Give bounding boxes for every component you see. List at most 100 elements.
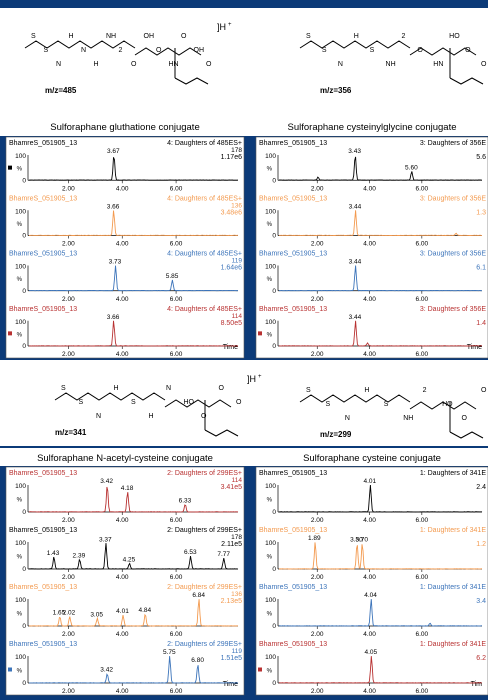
atom-label: H [69, 33, 74, 40]
trace-channel: 2: Daughters of 299ES+ [167, 527, 242, 534]
atom-label: NH [106, 33, 116, 40]
x-axis-label: Time [223, 344, 238, 351]
trace-line [278, 484, 483, 513]
x-tick-label: 6.00 [170, 517, 183, 524]
x-tick-label: 4.00 [363, 185, 376, 192]
trace-mass: 114 [232, 477, 243, 484]
trace-channel: 3: Daughters of 356E [420, 306, 486, 313]
peak-label: 3.43 [348, 148, 361, 155]
mz-label: m/z=356 [320, 86, 352, 95]
y-tick-label: 100 [15, 319, 26, 326]
x-tick-label: 4.00 [363, 296, 376, 303]
ion-charge: ]H [217, 22, 226, 32]
trace-intensity: 1.2 [476, 541, 486, 548]
peak-label: 4.01 [363, 478, 376, 485]
x-tick-label: 2.00 [62, 517, 75, 524]
peak-label: 4.05 [365, 649, 378, 656]
bond-chain [449, 431, 484, 439]
peak-label: 3.37 [99, 536, 112, 543]
chart-title: Sulforaphane gluthatione conjugate [50, 122, 199, 133]
trace-intensity: 1.64e6 [221, 265, 243, 272]
atom-label: 2 [119, 47, 123, 54]
y-tick-label: 100 [265, 597, 276, 604]
x-tick-label: 2.00 [62, 296, 75, 303]
trace-mass: 119 [232, 648, 243, 655]
bond-chain [134, 47, 202, 56]
y-unit-label: % [17, 332, 23, 338]
trace-line [28, 543, 239, 570]
y-tick-label: 0 [272, 177, 276, 184]
trace-intensity: 3.48e6 [221, 209, 243, 216]
x-tick-label: 4.00 [363, 351, 376, 358]
atom-label: H [364, 387, 369, 394]
y-tick-label: 0 [272, 343, 276, 350]
y-unit-label: % [17, 498, 23, 504]
atom-label: S [31, 33, 36, 40]
atom-label: O [481, 387, 487, 394]
peak-label: 3.05 [90, 611, 103, 618]
trace-marker [8, 165, 12, 170]
y-tick-label: 0 [22, 566, 26, 573]
atom-label: HO [184, 399, 195, 406]
peak-label: 6.33 [179, 497, 192, 504]
trace-channel: 4: Daughters of 485ES+ [167, 251, 242, 258]
peak-label: 4.04 [364, 592, 377, 599]
y-tick-label: 0 [272, 509, 276, 516]
bond-chain [299, 40, 411, 49]
bond-chain [174, 77, 209, 85]
peak-label: 4.18 [121, 485, 134, 492]
atom-label: O [219, 385, 225, 392]
x-tick-label: 2.00 [311, 185, 324, 192]
trace-sample-name: BhamreS_051905_13 [9, 641, 77, 648]
y-tick-label: 0 [272, 623, 276, 630]
x-tick-label: 6.00 [170, 574, 183, 581]
bond-chain [409, 47, 477, 56]
trace-intensity: 3.4 [476, 598, 486, 605]
y-tick-label: 100 [265, 654, 276, 661]
y-unit-label: % [17, 612, 23, 618]
peak-label: 3.66 [107, 314, 120, 321]
x-axis-label: Time [223, 681, 238, 688]
trace-intensity: 1.3 [476, 209, 486, 216]
atom-label: OH [144, 33, 155, 40]
peak-label: 1.65 [53, 610, 66, 617]
peak-label: 6.80 [191, 657, 204, 664]
y-unit-label: % [267, 555, 273, 561]
atom-label: HO [442, 401, 453, 408]
trace-sample-name: BhamreS_051905_13 [9, 195, 77, 202]
y-tick-label: 100 [15, 264, 26, 271]
x-tick-label: 6.00 [170, 296, 183, 303]
atom-label: N [345, 415, 350, 422]
trace-mass: 136 [231, 591, 242, 598]
atom-label: NH [403, 415, 413, 422]
structure-band-middle [0, 360, 488, 446]
y-tick-label: 0 [272, 288, 276, 295]
x-tick-label: 2.00 [62, 688, 75, 695]
y-tick-label: 100 [265, 264, 276, 271]
x-tick-label: 2.00 [62, 351, 75, 358]
atom-label: 2 [401, 33, 405, 40]
bond-chain [24, 40, 136, 49]
trace-intensity: 1.51e5 [221, 655, 243, 662]
chart-title: Sulforaphane cysteinylglycine conjugate [288, 122, 457, 133]
y-tick-label: 0 [272, 680, 276, 687]
trace-intensity: 6.2 [476, 655, 486, 662]
atom-label: H [114, 385, 119, 392]
peak-label: 3.70 [355, 536, 368, 543]
x-tick-label: 2.00 [62, 185, 75, 192]
mz-label: m/z=299 [320, 430, 352, 439]
trace-intensity: 2.13e5 [221, 598, 243, 605]
peak-label: 7.77 [217, 551, 230, 558]
y-tick-label: 100 [265, 208, 276, 215]
trace-sample-name: BhamreS_051905_13 [9, 527, 77, 534]
atom-label: O [465, 47, 471, 54]
atom-label: S [79, 399, 84, 406]
trace-mass: 114 [232, 313, 243, 320]
trace-intensity: 2.11e5 [221, 541, 242, 548]
